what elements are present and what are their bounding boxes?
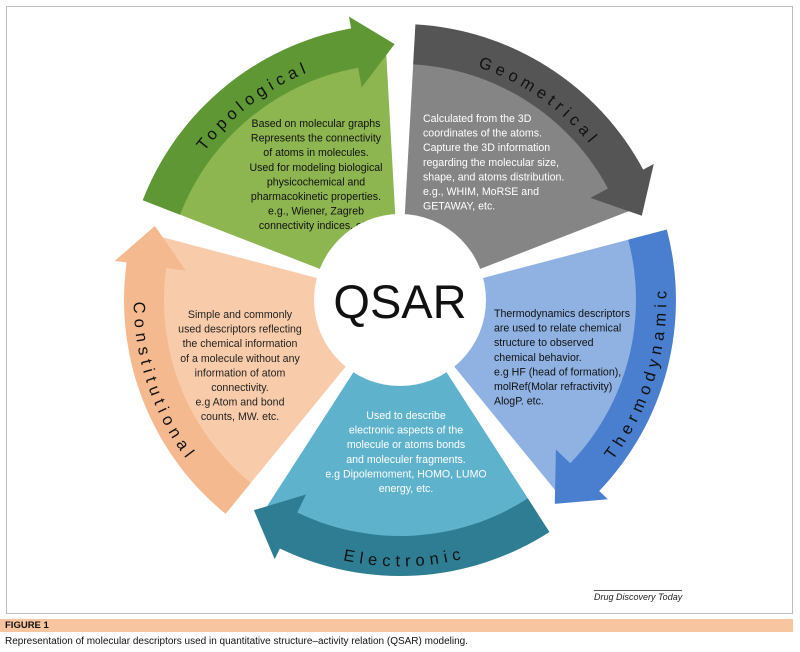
description-constitutional: Simple and commonly used descriptors refl…	[178, 309, 302, 423]
description-line: used descriptors reflecting	[178, 324, 302, 336]
description-geometrical: Calculated from the 3D coordinates of the…	[423, 113, 564, 213]
description-line: information of atom	[195, 367, 286, 379]
description-line: e.g HF (head of formation),	[494, 366, 621, 378]
description-line: of atoms in molecules.	[263, 147, 368, 159]
center-circle	[314, 214, 486, 386]
arrow-thermodynamic	[554, 229, 676, 504]
figure-label-bar: FIGURE 1	[0, 619, 793, 632]
description-line: the chemical information	[183, 338, 298, 350]
description-line: electronic aspects of the	[349, 425, 463, 437]
source-label: Drug Discovery Today	[594, 590, 683, 602]
description-line: chemical behavior.	[494, 352, 582, 364]
segment-geometrical	[404, 46, 637, 270]
description-line: e.g., WHIM, MoRSE and	[423, 186, 539, 198]
description-line: Simple and commonly	[188, 309, 293, 321]
figure-frame	[6, 6, 793, 614]
description-line: e.g., Wiener, Zagreb	[268, 206, 364, 218]
description-line: Used for modeling biological	[249, 162, 382, 174]
description-line: shape, and atoms distribution.	[423, 171, 564, 183]
arrow-electronic	[253, 494, 550, 576]
description-line: of a molecule without any	[180, 353, 300, 365]
description-line: structure to observed	[494, 337, 594, 349]
description-line: coordinates of the atoms.	[423, 128, 542, 140]
description-line: Represents the connectivity	[251, 133, 382, 145]
description-thermodynamic: Thermodynamics descriptors are used to re…	[494, 308, 630, 408]
arrow-geometrical	[413, 24, 654, 216]
segment-topological	[163, 46, 396, 270]
arrow-constitutional	[114, 226, 251, 514]
description-line: physicochemical and	[267, 176, 365, 188]
segment-electronic	[262, 370, 538, 554]
description-line: pharmacokinetic properties.	[251, 191, 381, 203]
description-line: connectivity indices, etc.	[259, 220, 373, 232]
description-line: counts, MW. etc.	[201, 411, 279, 423]
description-line: are used to relate chemical	[494, 323, 621, 335]
description-line: Based on molecular graphs	[252, 118, 381, 130]
description-line: connectivity.	[211, 382, 269, 394]
description-line: Thermodynamics descriptors	[494, 308, 630, 320]
description-line: AlogP. etc.	[494, 396, 544, 408]
description-line: and moleculer fragments.	[346, 454, 466, 466]
description-line: regarding the molecular size,	[423, 157, 559, 169]
description-electronic: Used to describe electronic aspects of th…	[325, 410, 486, 495]
arrow-topological	[142, 16, 395, 215]
description-line: Capture the 3D information	[423, 142, 550, 154]
description-line: e.g Atom and bond	[196, 397, 285, 409]
description-line: molRef(Molar refractivity)	[494, 381, 612, 393]
description-line: GETAWAY, etc.	[423, 201, 495, 213]
figure-label: FIGURE 1	[5, 620, 49, 631]
center-label: QSAR	[333, 275, 466, 328]
figure-caption: Representation of molecular descriptors …	[5, 636, 468, 647]
description-line: e.g Dipolemoment, HOMO, LUMO	[325, 468, 486, 480]
description-line: Calculated from the 3D	[423, 113, 532, 125]
description-line: Used to describe	[366, 410, 446, 422]
description-line: molecule or atoms bonds	[347, 439, 465, 451]
description-line: energy, etc.	[379, 483, 434, 495]
